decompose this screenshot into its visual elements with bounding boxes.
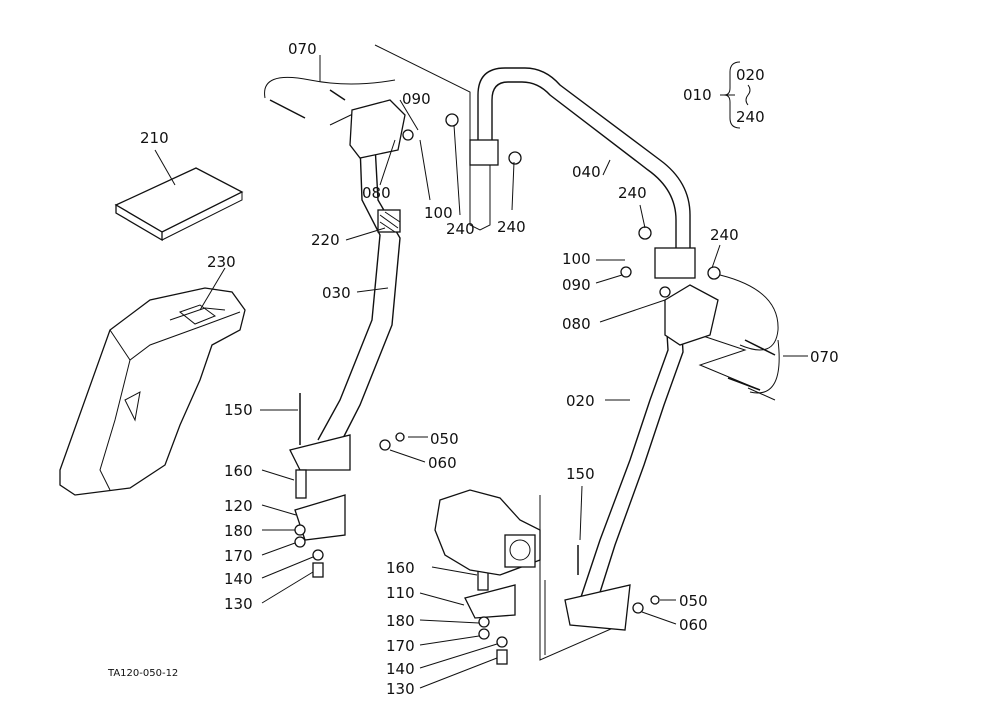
callout-060-l: 060 [428, 454, 457, 472]
callout-020: 020 [566, 392, 595, 410]
lock-cables [264, 76, 780, 394]
seat-guard-cover [59, 287, 246, 496]
callout-140-r: 140 [386, 660, 415, 678]
callout-240-d: 240 [710, 226, 739, 244]
callout-150-l: 150 [224, 401, 253, 419]
callout-150-r: 150 [566, 465, 595, 483]
rops-upper-frame [469, 67, 696, 279]
callout-170-r: 170 [386, 637, 415, 655]
callout-050-r: 050 [679, 592, 708, 610]
callout-110: 110 [386, 584, 415, 602]
callout-180-l: 180 [224, 522, 253, 540]
callout-160-r: 160 [386, 559, 415, 577]
callout-160-l: 160 [224, 462, 253, 480]
callout-080-top: 080 [362, 184, 391, 202]
callout-140-l: 140 [224, 570, 253, 588]
callout-240-c: 240 [618, 184, 647, 202]
callout-240-b: 240 [497, 218, 526, 236]
callout-040: 040 [572, 163, 601, 181]
callout-080-r: 080 [562, 315, 591, 333]
callout-230: 230 [207, 253, 236, 271]
mounting-brackets [294, 469, 516, 619]
callout-220: 220 [311, 231, 340, 249]
callout-210: 210 [140, 129, 169, 147]
drawing-code: TA120-050-12 [107, 668, 178, 679]
callout-100-top: 100 [424, 204, 453, 222]
callout-090-r: 090 [562, 276, 591, 294]
rops-left-post [289, 144, 401, 471]
callout-030: 030 [322, 284, 351, 302]
callout-240-a: 240 [446, 220, 475, 238]
range-bracket [723, 61, 751, 129]
callout-060-r: 060 [679, 616, 708, 634]
callout-010: 010 [683, 86, 712, 104]
bracket-110 [464, 584, 516, 619]
callout-090-top: 090 [402, 90, 431, 108]
hinge-blocks [349, 99, 719, 346]
callout-240-range: 240 [736, 108, 765, 126]
callout-020-range: 020 [736, 66, 765, 84]
callout-180-r: 180 [386, 612, 415, 630]
callout-130-l: 130 [224, 595, 253, 613]
callout-labels: 070 090 080 100 240 240 040 010 020 240 … [107, 40, 839, 698]
leader-lines [154, 55, 808, 689]
axle-housing [434, 489, 541, 576]
fasteners [269, 89, 776, 665]
callout-130-r: 130 [386, 680, 415, 698]
operators-manual [114, 167, 244, 242]
callout-050-l: 050 [430, 430, 459, 448]
callout-070-r: 070 [810, 348, 839, 366]
callout-100-r: 100 [562, 250, 591, 268]
callout-120: 120 [224, 497, 253, 515]
callout-070-top: 070 [288, 40, 317, 58]
callout-170-l: 170 [224, 547, 253, 565]
